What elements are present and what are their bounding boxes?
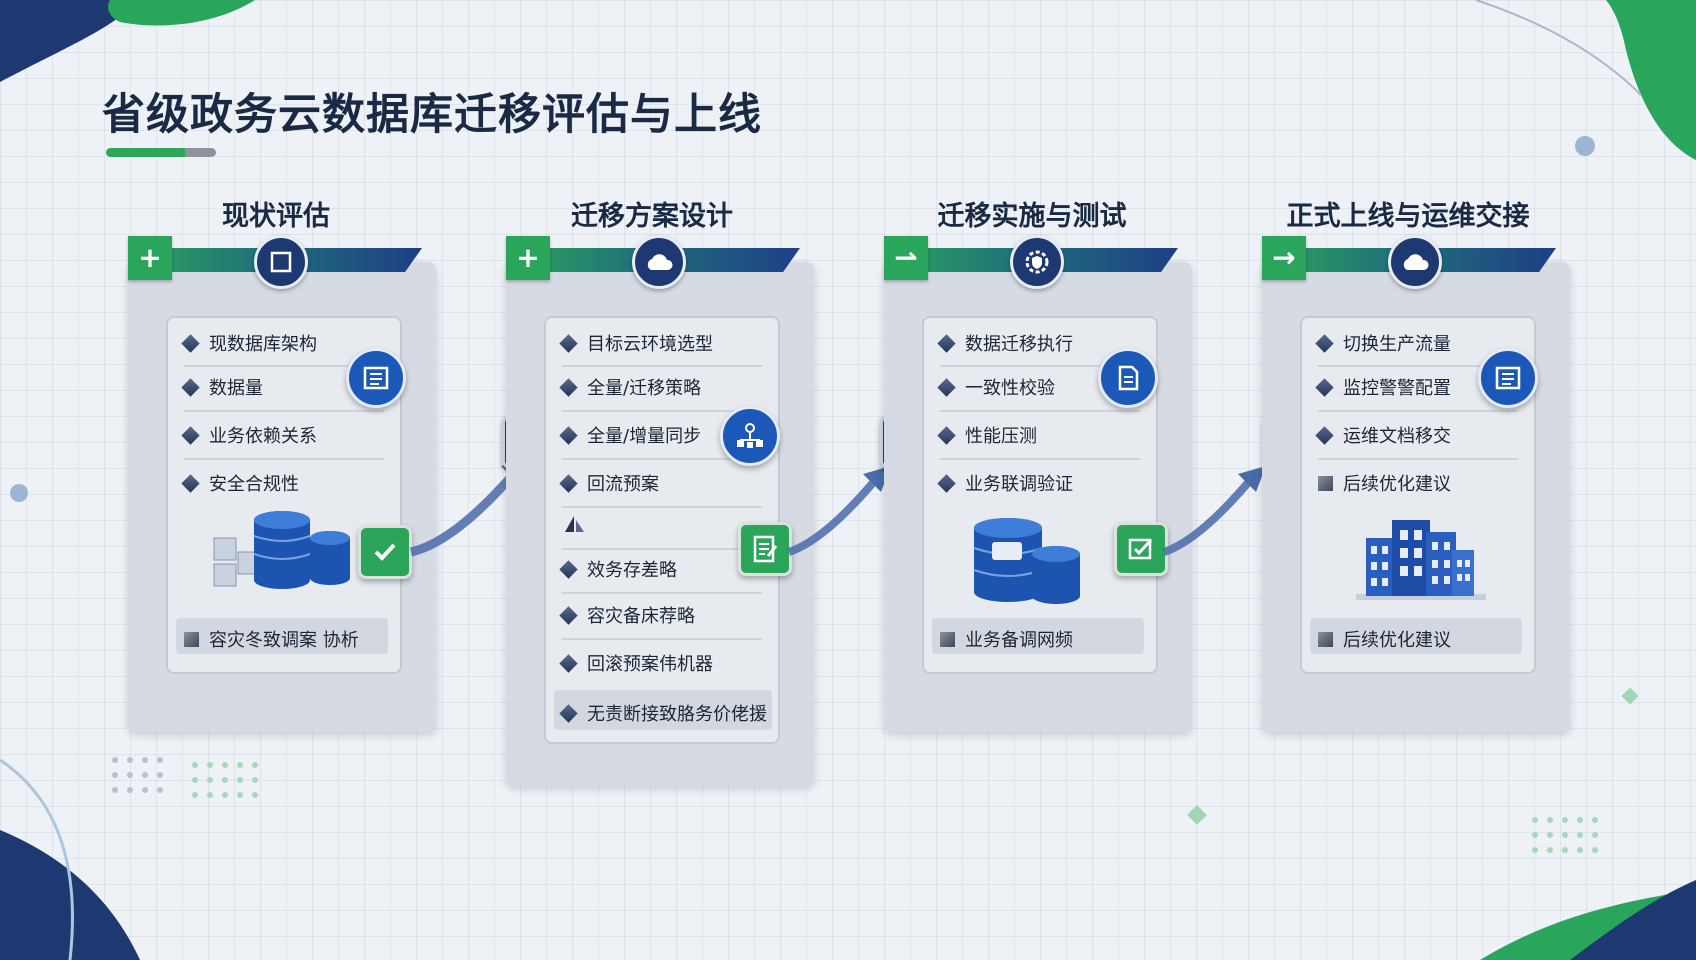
decor-dot	[1575, 136, 1595, 156]
checkbox-edit-icon	[1114, 522, 1168, 576]
title-underline	[106, 148, 216, 157]
divider	[562, 410, 762, 412]
list-item: 数据迁移执行	[937, 330, 1073, 356]
list-item: 现数据库架构	[181, 330, 317, 356]
square-icon	[254, 235, 308, 289]
divider	[940, 365, 1140, 367]
divider	[1318, 410, 1518, 412]
stage-title: 正式上线与运维交接	[1286, 201, 1530, 232]
footer-item: 业务备调网频	[940, 626, 1073, 652]
list-item: 目标云环境选型	[559, 330, 713, 356]
divider	[1318, 458, 1518, 460]
plus-icon: +	[506, 236, 550, 280]
arrow-right-icon: ⇀	[884, 236, 928, 280]
list-item: 业务联调验证	[937, 470, 1073, 496]
connector-arrow	[787, 466, 891, 556]
decor-diamond	[1621, 687, 1639, 705]
list-item: 全量/迁移策略	[559, 374, 701, 400]
divider	[184, 410, 384, 412]
stage-title: 迁移实施与测试	[937, 201, 1127, 232]
list-item: 性能压测	[937, 422, 1037, 448]
list-item: 后续优化建议	[1318, 470, 1451, 496]
decor-top-right	[1475, 0, 1696, 160]
divider	[562, 365, 762, 367]
divider	[184, 458, 384, 460]
stage-title: 迁移方案设计	[571, 201, 733, 232]
cloud-icon	[1388, 235, 1442, 289]
footer-highlight	[1310, 618, 1522, 654]
list-item: 监控警警配置	[1315, 374, 1451, 400]
list-item: 业务依赖关系	[181, 422, 317, 448]
decor-diamond	[1187, 805, 1207, 825]
plus-icon: +	[128, 236, 172, 280]
divider	[940, 410, 1140, 412]
list-item: 安全合规性	[181, 470, 299, 496]
list-item: 效务存差略	[559, 556, 677, 582]
list-item: 回滚预案伟机器	[559, 650, 713, 676]
footer-highlight	[554, 690, 772, 730]
footer-highlight	[176, 618, 388, 654]
arrow-right-icon: →	[1262, 236, 1306, 280]
list-item: 回流预案	[559, 470, 659, 496]
footer-item: 后续优化建议	[1318, 626, 1451, 652]
document-icon	[1098, 348, 1158, 408]
footer-highlight	[932, 618, 1144, 654]
network-icon	[720, 406, 780, 466]
page-title: 省级政务云数据库迁移评估与上线	[102, 90, 762, 140]
divider	[562, 506, 762, 508]
list-item: 一致性校验	[937, 374, 1055, 400]
divider	[940, 458, 1140, 460]
list-item: 无责断接致胳务价佬援	[559, 700, 767, 726]
list-item: 数据量	[181, 374, 263, 400]
document-icon	[1478, 348, 1538, 408]
connector-arrow	[1162, 466, 1266, 556]
checkmark-icon	[358, 525, 412, 579]
decor-bottom-right	[1480, 880, 1696, 960]
list-item: 全量/增量同步	[559, 422, 701, 448]
decor-dots-left	[112, 757, 258, 798]
divider	[1318, 365, 1518, 367]
divider	[562, 458, 762, 460]
divider	[562, 592, 762, 594]
footer-item: 容灾冬致调案 协析	[184, 626, 359, 652]
divider	[562, 638, 762, 640]
stage-title: 现状评估	[222, 201, 330, 232]
document-icon	[346, 348, 406, 408]
divider	[184, 365, 384, 367]
list-item: 容灾备床荐略	[559, 602, 695, 628]
decor-dots-right	[1532, 817, 1598, 853]
gear-shield-icon	[1010, 235, 1064, 289]
list-item: 切换生产流量	[1315, 330, 1451, 356]
decor-dot	[10, 484, 28, 502]
decor-bottom-left	[0, 758, 140, 960]
document-edit-icon	[738, 522, 792, 576]
cloud-icon	[632, 235, 686, 289]
list-item: 运维文档移交	[1315, 422, 1451, 448]
divider	[562, 548, 762, 550]
